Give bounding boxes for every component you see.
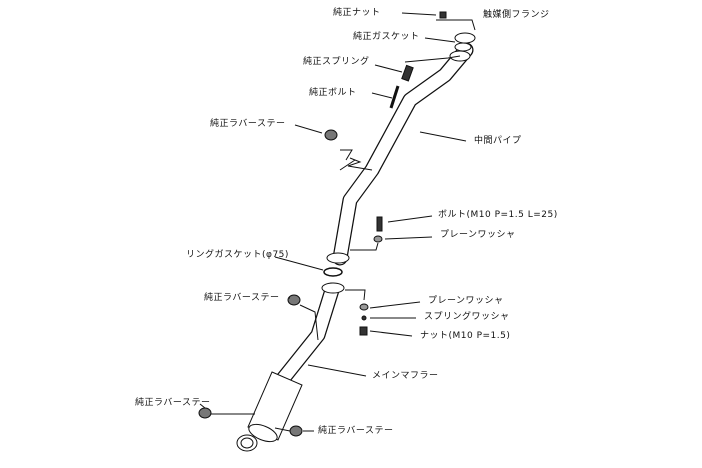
- label-oem-rubber-stay-2: 純正ラバーステー: [204, 293, 280, 303]
- label-plain-washer-1: プレーンワッシャ: [440, 230, 516, 240]
- muffler-body: [236, 371, 303, 452]
- label-nut-m10: ナット(M10 P=1.5): [420, 331, 511, 341]
- label-oem-rubber-stay-1: 純正ラバーステー: [210, 119, 286, 129]
- label-bolt-m10: ボルト(M10 P=1.5 L=25): [438, 210, 558, 220]
- center-pipe: [332, 42, 474, 266]
- oem-gasket: [454, 42, 472, 52]
- upper-joint-flange: [326, 252, 350, 264]
- rubber-stay-3: [198, 407, 255, 419]
- label-oem-rubber-stay-3: 純正ラバーステー: [135, 398, 211, 408]
- label-cat-flange: 触媒側フランジ: [483, 10, 550, 20]
- spring-washer: [361, 315, 367, 321]
- lower-joint-flange: [321, 282, 345, 294]
- ring-gasket: [323, 267, 343, 277]
- cat-flange: [454, 32, 476, 44]
- rubber-stay-4: [274, 425, 303, 437]
- label-oem-nut: 純正ナット: [333, 8, 381, 18]
- oem-bolt: [389, 85, 400, 109]
- oem-nut: [439, 11, 447, 19]
- plain-washer-1: [373, 235, 383, 243]
- plain-washer-2: [359, 303, 369, 311]
- label-plain-washer-2: プレーンワッシャ: [428, 296, 504, 306]
- leader-lines: [199, 12, 476, 432]
- oem-spring: [401, 64, 414, 82]
- label-oem-rubber-stay-4: 純正ラバーステー: [318, 426, 394, 436]
- label-oem-gasket: 純正ガスケット: [353, 32, 420, 42]
- label-main-muffler: メインマフラー: [372, 371, 439, 381]
- bolt-m10: [376, 216, 383, 232]
- label-center-pipe: 中間パイプ: [474, 136, 522, 146]
- label-ring-gasket: リングガスケット(φ75): [186, 250, 289, 260]
- rubber-stay-2: [287, 294, 319, 341]
- label-spring-washer: スプリングワッシャ: [424, 312, 510, 322]
- label-oem-spring: 純正スプリング: [303, 57, 370, 67]
- nut-m10: [359, 326, 368, 336]
- label-oem-bolt: 純正ボルト: [309, 88, 357, 98]
